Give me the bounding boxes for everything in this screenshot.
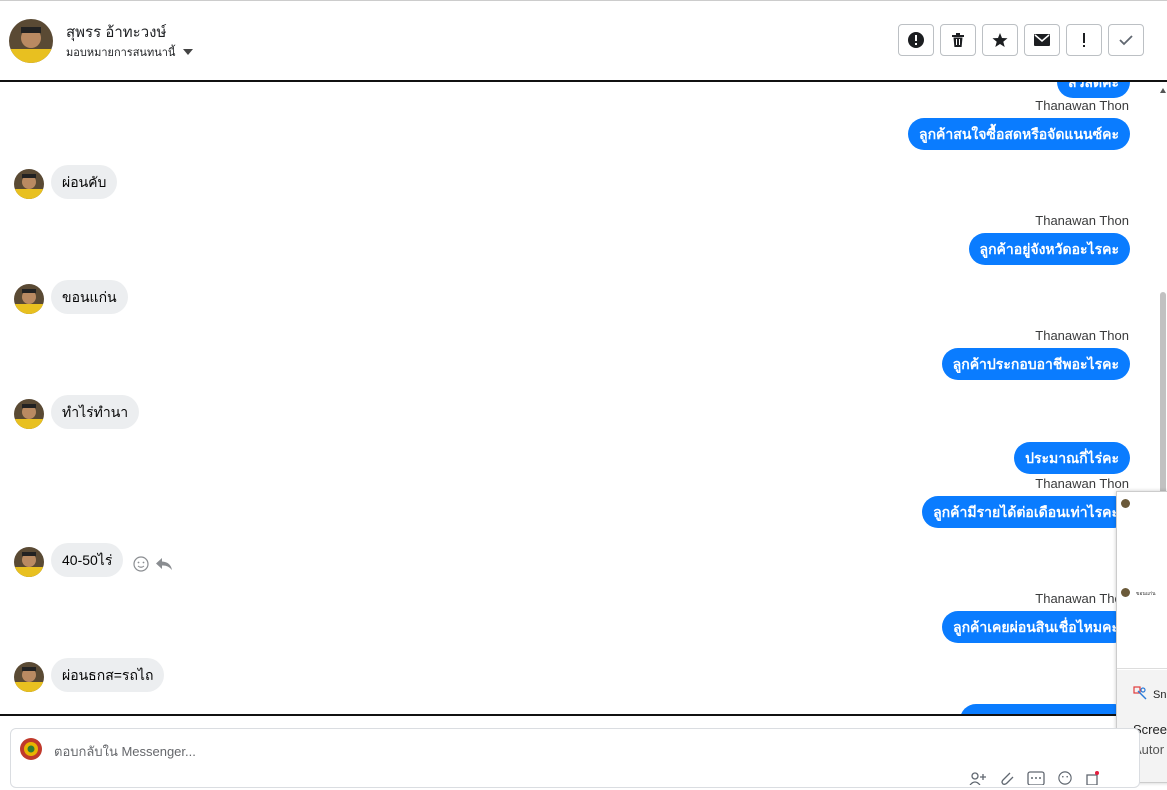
caret-down-icon <box>183 49 194 55</box>
incoming-message[interactable]: ผ่อนธกส=รถไถ <box>51 658 165 692</box>
exclamation-icon <box>1081 32 1087 48</box>
sender-name: Thanawan Thon <box>1035 476 1129 491</box>
attachment-icon[interactable] <box>999 771 1015 790</box>
message-thread[interactable]: สวัสดีค่ะ Thanawan Thon ลูกค้าสนใจซื้อสด… <box>0 80 1167 716</box>
trash-icon <box>950 32 966 48</box>
composer-tools <box>969 771 1099 790</box>
contact-avatar[interactable] <box>9 19 53 63</box>
conversation-header: สุพรร อ้าทะวงษ์ มอบหมายการสนทนานี้ <box>0 0 1167 81</box>
saved-replies-icon[interactable] <box>1027 771 1045 790</box>
incoming-message[interactable]: ขอนแก่น <box>51 280 128 314</box>
reply-arrow-icon[interactable] <box>155 556 173 577</box>
incoming-message[interactable]: 40-50ไร่ <box>51 543 124 577</box>
follow-up-button[interactable] <box>1066 24 1102 56</box>
mini-avatar <box>1121 499 1130 508</box>
envelope-icon <box>1034 33 1050 47</box>
contact-name: สุพรร อ้าทะวงษ์ <box>66 24 167 41</box>
scroll-up-arrow-icon[interactable] <box>1160 88 1166 93</box>
contact-avatar-small[interactable] <box>14 284 44 314</box>
contact-avatar-small[interactable] <box>14 169 44 199</box>
snipping-tool-icon <box>1133 686 1147 703</box>
outgoing-message-partial[interactable] <box>960 704 1130 714</box>
assign-conversation-dropdown[interactable]: มอบหมายการสนทนานี้ <box>66 43 194 61</box>
check-icon <box>1118 33 1134 47</box>
mini-avatar <box>1121 588 1130 597</box>
star-button[interactable] <box>982 24 1018 56</box>
outgoing-message[interactable]: ลูกค้าเคยผ่อนสินเชื่อไหมคะ <box>941 611 1130 643</box>
outgoing-message[interactable]: ลูกค้าอยู่จังหวัดอะไรคะ <box>968 233 1130 265</box>
contact-avatar-small[interactable] <box>14 662 44 692</box>
contact-avatar-small[interactable] <box>14 547 44 577</box>
delete-button[interactable] <box>940 24 976 56</box>
toast-subtitle: Autor <box>1133 742 1165 757</box>
sender-name: Thanawan Thon <box>1035 98 1129 113</box>
smiley-reaction-icon[interactable] <box>133 556 149 577</box>
mark-unread-button[interactable] <box>1024 24 1060 56</box>
reply-composer <box>10 728 1140 788</box>
sender-name: Thanawan Thon <box>1035 328 1129 343</box>
outgoing-message[interactable]: ลูกค้าสนใจซื้อสดหรือจัดแนนซ์คะ <box>908 118 1130 150</box>
outgoing-message[interactable]: ลูกค้ามีรายได้ต่อเดือนเท่าไรคะ <box>922 496 1130 528</box>
contact-avatar-small[interactable] <box>14 399 44 429</box>
toast-title: Scree <box>1133 722 1167 737</box>
outgoing-message[interactable]: ลูกค้าประกอบอาชีพอะไรคะ <box>941 348 1130 380</box>
outgoing-message[interactable]: ประมาณกี่ไร่คะ <box>1014 442 1130 474</box>
alert-circle-icon <box>907 31 925 49</box>
incoming-message[interactable]: ทำไร่ทำนา <box>51 395 140 429</box>
message-actions <box>133 556 173 577</box>
outgoing-message[interactable]: สวัสดีค่ะ <box>1057 82 1130 98</box>
mark-done-button[interactable] <box>1108 24 1144 56</box>
incoming-message[interactable]: ผ่อนคับ <box>51 165 118 199</box>
toast-app-name: Sn <box>1153 688 1167 701</box>
page-avatar <box>19 737 43 761</box>
assign-label: มอบหมายการสนทนานี้ <box>66 47 176 59</box>
sender-name: Thanawan Thon <box>1035 213 1129 228</box>
toast-app-row: Sn <box>1133 686 1166 703</box>
mini-preview-text: ขอนแก่น <box>1136 591 1156 597</box>
more-tools-icon[interactable] <box>1085 771 1099 790</box>
screenshot-thumbnail[interactable]: ขอนแก่น <box>1117 492 1167 669</box>
conversation-toolbar <box>898 24 1144 56</box>
star-icon <box>992 32 1008 48</box>
mark-spam-button[interactable] <box>898 24 934 56</box>
emoji-icon[interactable] <box>1057 771 1073 790</box>
reply-input[interactable] <box>54 744 754 759</box>
add-person-icon[interactable] <box>969 771 987 790</box>
sender-name: Thanawan Thon <box>1035 591 1129 606</box>
